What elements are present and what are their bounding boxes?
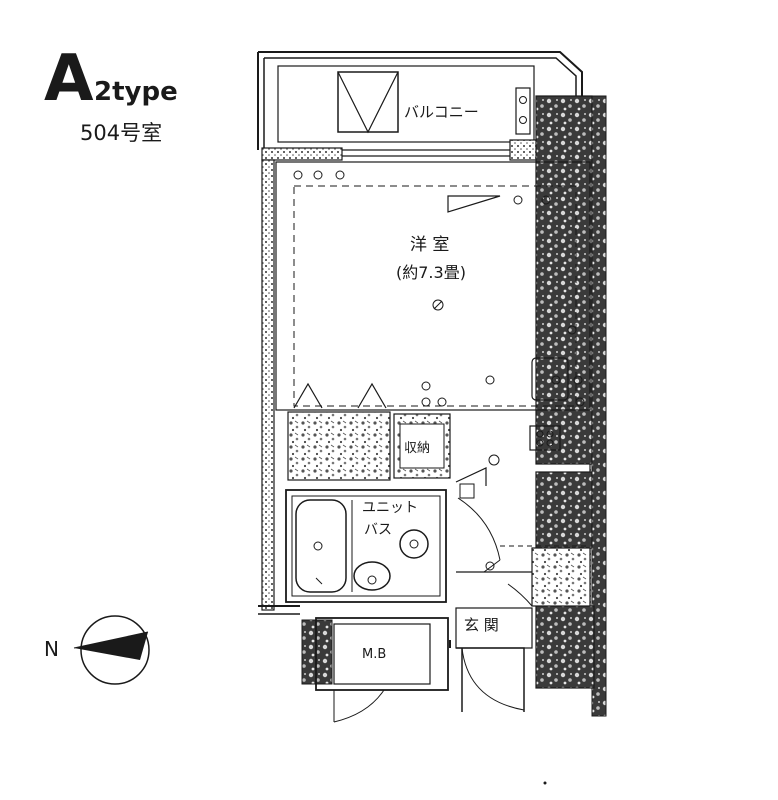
room-number: 504号室	[80, 121, 162, 145]
meter-box: M.B	[315, 617, 449, 723]
storage-label: 収納	[404, 441, 430, 456]
closet	[287, 411, 391, 481]
stone-column-lower	[301, 619, 333, 685]
balcony-label: バルコニー	[404, 103, 479, 121]
stone-column-right	[591, 95, 607, 717]
western-room-label: 洋 室	[410, 235, 449, 255]
hallway	[455, 425, 591, 607]
unit-bath-label-2: バス	[364, 522, 392, 538]
balcony: バルコニー	[257, 51, 583, 150]
unit-bath-label: ユニット	[362, 500, 418, 516]
meter-box-label: M.B	[362, 647, 386, 662]
western-room: 洋 室 (約7.3畳)	[275, 161, 591, 411]
stone-column-top	[535, 95, 593, 465]
storage: 収納	[393, 413, 451, 479]
north-label: N	[44, 637, 59, 661]
western-room-size: (約7.3畳)	[396, 263, 466, 282]
compass: N	[44, 615, 150, 685]
stone-column-mid	[535, 471, 593, 549]
type-suffix: 2type	[94, 77, 178, 107]
entrance-label: 玄 関	[464, 616, 499, 634]
entrance: 玄 関	[449, 607, 533, 712]
stone-column-bottom	[535, 605, 595, 689]
unit-bath: ユニット バス	[285, 489, 447, 603]
type-letter: A	[44, 42, 94, 116]
